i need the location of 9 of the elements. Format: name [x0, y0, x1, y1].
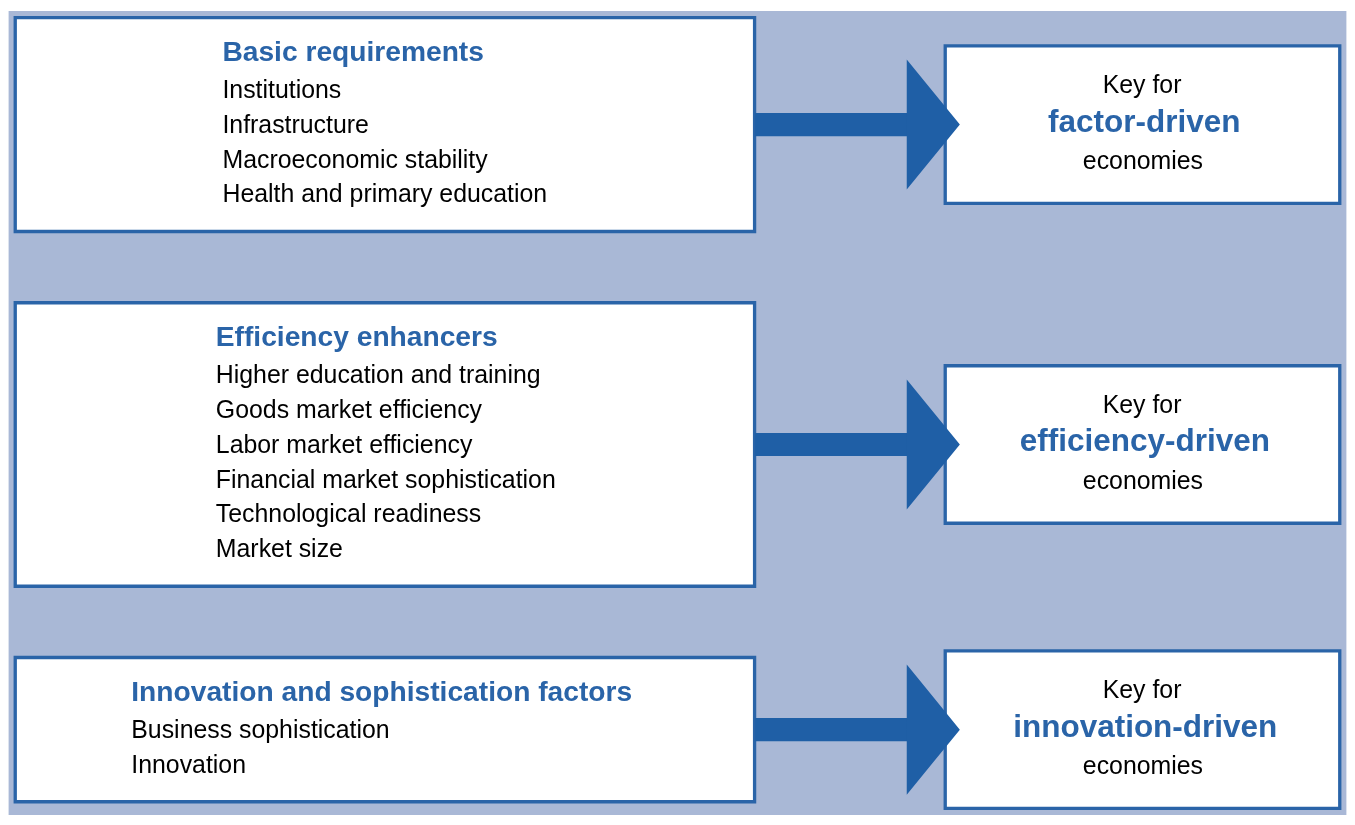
arrow [754, 59, 960, 190]
node-box: Innovation and sophistication factors Business sophistication Innovation [13, 655, 757, 803]
node-box: Basic requirements Institutions Infrastructure Macroeconomic stability Health and primary education [13, 15, 757, 233]
node-box: Key for innovation-driven economies [943, 648, 1342, 810]
node-box: Efficiency enhancers Higher education and training Goods market efficiency Labor market efficiency Financial market sophistication Technological readiness Market size [13, 300, 757, 588]
node-box: Key for efficiency-driven economies [943, 363, 1342, 525]
arrow [754, 664, 960, 795]
node-box: Key for factor-driven economies [943, 43, 1342, 205]
arrow [754, 378, 960, 510]
